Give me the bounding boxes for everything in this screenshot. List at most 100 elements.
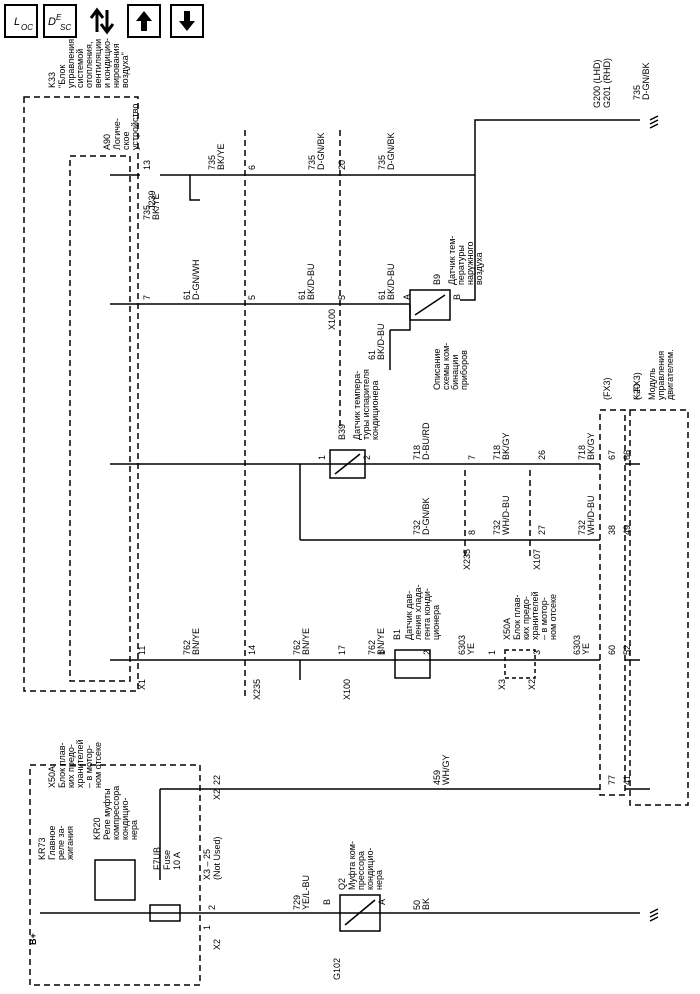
w762b-label: 762BN/YE [292,628,311,655]
w732b-label: 732WH/D-BU [492,496,511,536]
w6303b-label: 6303YE [572,635,591,655]
w50-label: 50BK [412,898,431,910]
w735-dgn-label: 735D-GN/BK [307,132,326,170]
pin-a2-label: A [377,899,387,905]
a90-name-label: Логиче-скоеустройство [112,104,140,150]
b9-sensor [409,289,451,321]
p22-label: 22 [212,775,222,785]
pin-b2-label: B [322,899,332,905]
x2b-label: X2 [212,789,222,800]
f7ub-fuse [149,904,181,922]
p66-label: 66 [622,450,632,460]
x100b-label: X100 [342,679,352,700]
kr20-id-label: KR20 [92,817,102,840]
nfx3-label: (~FX3) [632,372,642,400]
arrow-up-icon [136,11,152,31]
pin-a1-label: A [402,294,412,300]
p13-label: 13 [142,160,152,170]
w6303a-label: 6303YE [457,635,476,655]
w735-dgn2-label: 735D-GN/BK [377,132,396,170]
x1-label: X1 [137,679,147,690]
w61a-label: 61D-GN/WH [182,260,201,301]
w735-top-label: 735D-GN/BK [632,62,651,100]
p27-label: 27 [537,525,547,535]
b39-name-label: Датчик темпера-туры испарителякондиционе… [352,369,380,440]
b39-id-label: B39 [337,424,347,440]
p5b-label: 5 [337,295,347,300]
g201-label: G201 (RHD) [602,58,612,108]
description-view-button[interactable]: D E SC [43,4,77,38]
pin-b1-label: B [452,294,462,300]
desc-label-main: D [48,16,56,28]
f7ub-name-label: Fuse [162,850,172,870]
x50a-id-label: X50A [502,618,512,640]
w735-bk2-label: 735BK/YE [207,143,226,170]
p20-label: 20 [337,160,347,170]
k20-id-label: K20 [632,384,642,400]
w718a-label: 718D-BU/RD [412,422,431,460]
x50a-box-left [29,764,201,986]
p2c-label: 2 [207,905,217,910]
b9-name-label: Датчик тем-пературынаружноговоздуха [447,236,484,285]
updown-arrows-icon[interactable] [85,4,119,38]
x50a2-id-label: X50A [47,766,57,788]
p41-label: 41 [622,775,632,785]
p60-label: 60 [607,645,617,655]
not-used-label: (Not Used) [212,836,222,880]
fx3-box [599,409,626,796]
w732a-label: 732D-GN/BK [412,497,431,535]
p52-label: 52 [622,645,632,655]
b1-sensor [394,649,431,679]
p77-label: 77 [607,775,617,785]
p7-label: 7 [142,295,152,300]
kr20-relay [94,859,136,901]
k20-name-label: Модульуправлениядвигателем. [647,349,675,400]
k20-box [629,409,689,806]
x50a-fuse [504,649,536,679]
g102-label: G102 [332,958,342,980]
w61d-label: 61BK/D-BU [367,323,386,360]
b1-name-label: Датчик дав-ления хлада-гента конди-ционе… [404,584,441,640]
p2b-label: 2 [422,650,432,655]
kr73-id-label: KR73 [37,837,47,860]
w735-bk-label: 735BK/YE [142,193,161,220]
q2-name-label: Муфта ком-прессоракондицио-нера [347,841,384,890]
desc-label-sub1: E [56,13,62,22]
p7b-label: 7 [467,455,477,460]
w762c-label: 762BN/YE [367,628,386,655]
arrow-down-icon [179,11,195,31]
b39-sensor [329,449,366,479]
x235a-label: X235 [462,549,472,570]
kr73-name-label: Главноереле за-жигания [47,825,75,860]
w732c-label: 732WH/D-BU [577,496,596,536]
b9-id-label: B9 [432,274,442,285]
fx3-label: (FX3) [602,377,612,400]
desc-label-sub2: SC [60,23,72,32]
b1-id-label: B1 [392,629,402,640]
p49-label: 49 [622,525,632,535]
x50a-name-label: Блок плав-ких предо-хранителей– в мотор-… [512,591,558,640]
p1a-label: 1 [317,455,327,460]
arrow-up-button[interactable] [127,4,161,38]
p3-label: 3 [532,650,542,655]
p67-label: 67 [607,450,617,460]
p8-label: 8 [467,530,477,535]
w61c-label: 61BK/D-BU [377,263,396,300]
k33-module-box [23,96,139,692]
p2a-label: 2 [362,455,372,460]
loc-label-sub: OC [21,23,33,32]
j239-label: J239 [147,190,157,210]
q2-id-label: Q2 [337,878,347,890]
f7ub-rating-label: 10 A [172,852,182,870]
p6-label: 6 [247,165,257,170]
x50a2-name-label: Блок плав-ких предо-хранителей– в мотор-… [57,739,103,788]
location-view-button[interactable]: L OC [4,4,38,38]
w718b-label: 718BK/GY [492,432,511,460]
w729-label: 729YE/L-BU [292,875,311,910]
w459-label: 459WH/GY [432,755,451,786]
p17-label: 17 [337,645,347,655]
x2c-label: X2 [212,939,222,950]
battery-label: B+ [28,933,38,945]
arrow-down-button[interactable] [170,4,204,38]
